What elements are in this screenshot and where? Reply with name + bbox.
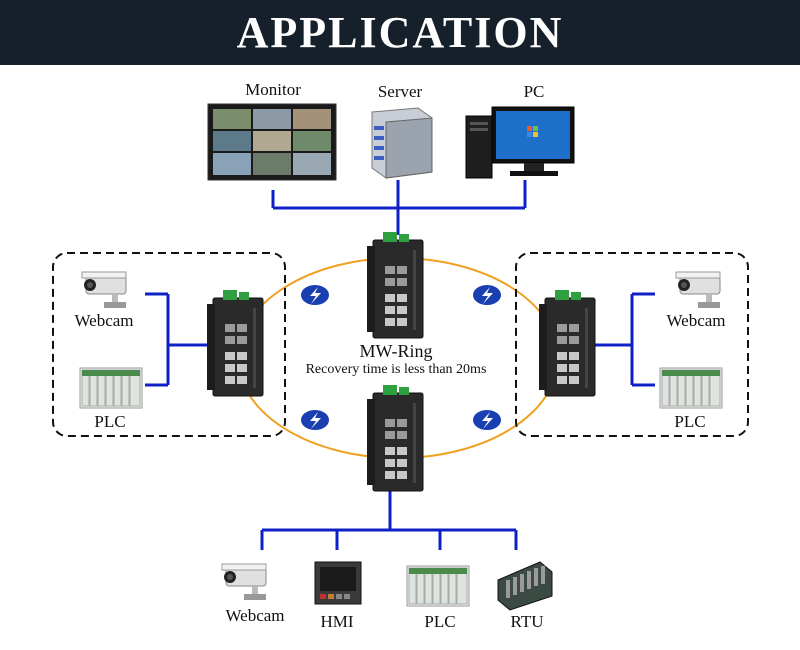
bottom-hmi-label: HMI (320, 612, 354, 631)
hmi-icon (314, 561, 362, 605)
right-plc-label: PLC (674, 412, 706, 431)
monitor-label: Monitor (245, 80, 301, 99)
right-webcam-label: Webcam (666, 311, 726, 330)
right-webcam-icon (675, 271, 721, 309)
wireless-link-icon (299, 408, 331, 432)
right-switch-icon (538, 289, 596, 397)
monitor-icon (207, 103, 337, 181)
wireless-link-icon (471, 283, 503, 307)
pc-icon (465, 106, 575, 179)
right-links (590, 292, 655, 387)
right-plc-icon (659, 367, 723, 409)
header-banner: APPLICATION (0, 0, 800, 65)
bottom-links (260, 490, 518, 550)
server-icon (371, 107, 433, 179)
left-plc-label: PLC (94, 412, 126, 431)
bottom-rtu-label: RTU (510, 612, 544, 631)
rtu-icon (497, 561, 553, 611)
bottom-plc-label: PLC (424, 612, 456, 631)
bottom-webcam-icon (221, 563, 267, 601)
left-group-box (52, 252, 286, 437)
left-webcam-icon (81, 271, 127, 309)
pc-label: PC (523, 82, 545, 101)
bottom-plc-icon (406, 565, 470, 607)
left-plc-icon (79, 367, 143, 409)
left-links (145, 292, 210, 387)
top-switch-icon (366, 231, 424, 339)
ring-recovery-label: Recovery time is less than 20ms (305, 362, 487, 377)
left-switch-icon (206, 289, 264, 397)
ring-name-label: MW-Ring (359, 341, 433, 361)
top-links (271, 180, 527, 235)
bottom-webcam-label: Webcam (225, 606, 285, 625)
left-webcam-label: Webcam (74, 311, 134, 330)
page-title: APPLICATION (236, 8, 564, 57)
wireless-link-icon (299, 283, 331, 307)
wireless-link-icon (471, 408, 503, 432)
server-label: Server (377, 82, 423, 101)
bottom-switch-icon (366, 384, 424, 492)
right-group-box (515, 252, 749, 437)
